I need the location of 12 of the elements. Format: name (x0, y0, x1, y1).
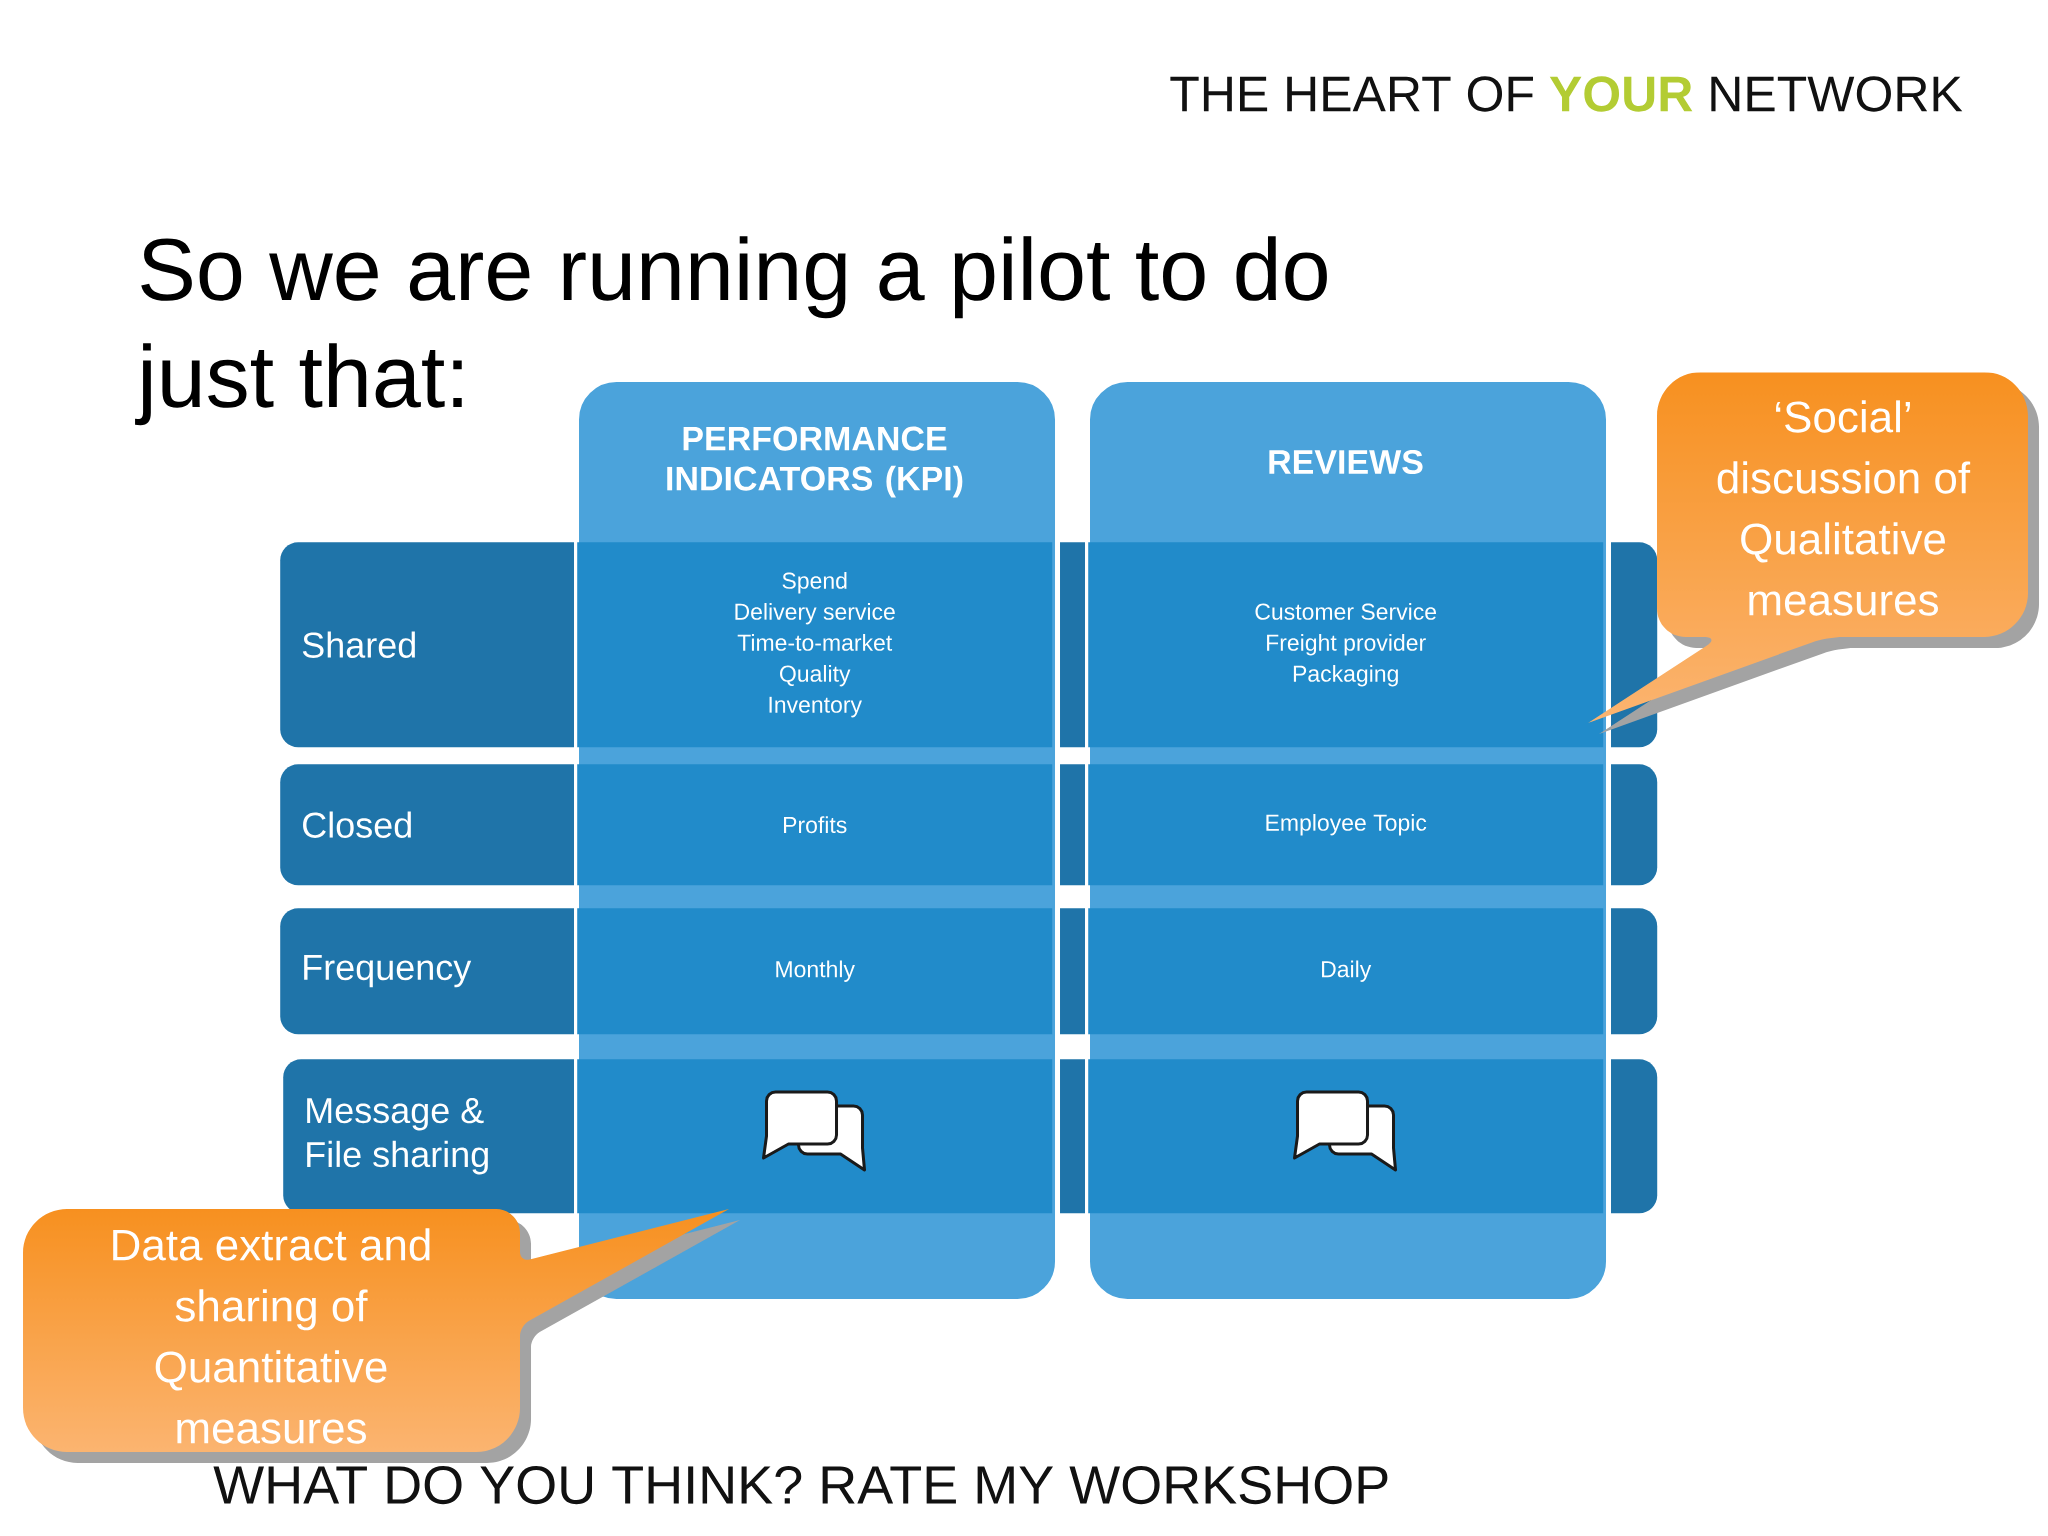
table-cell: Employee Topic (1088, 764, 1604, 886)
footer-text: WHAT DO YOU THINK? RATE MY WORKSHOP (213, 1465, 1388, 1505)
table-cell: Monthly (577, 908, 1053, 1035)
table-cell: Profits (577, 764, 1053, 886)
table-cell: Spend Delivery service Time-to-market Quality Inventory (577, 542, 1053, 748)
table-cell: Customer Service Freight provider Packaging (1088, 542, 1604, 748)
speech-callout: ‘Social’ discussion of Qualitative measures (1588, 372, 2039, 734)
header-tagline: THE HEART OF YOUR NETWORK (1170, 76, 1963, 112)
table-cell (577, 1059, 1053, 1214)
table-cell (1088, 1059, 1604, 1214)
speech-callout: Data extract and sharing of Quantitative measures (23, 1209, 740, 1463)
table-cell: Daily (1088, 908, 1604, 1035)
